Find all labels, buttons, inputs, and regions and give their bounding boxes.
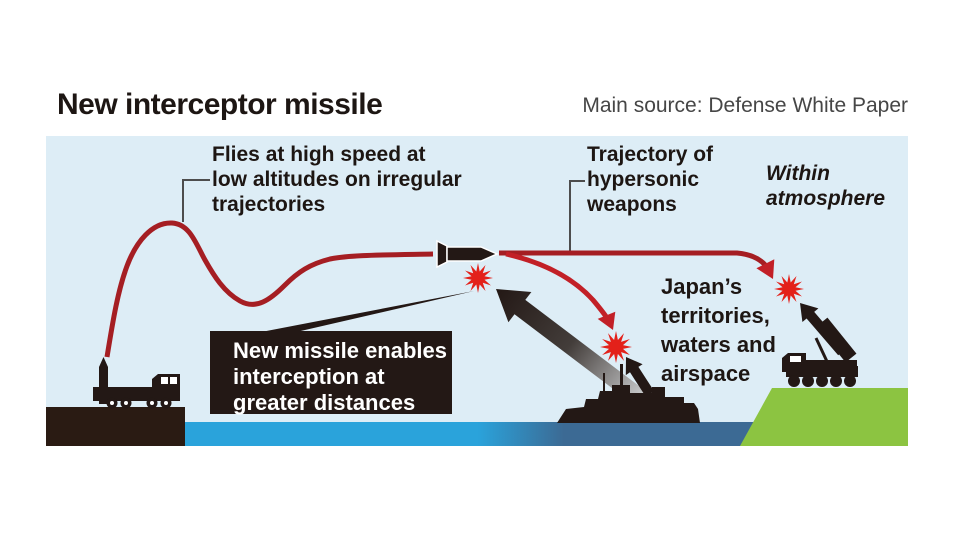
launcher-interception-arrow [800, 303, 846, 356]
interceptor-missile-icon [436, 239, 499, 269]
truck-window [161, 377, 168, 384]
label-low-altitude-flight: Flies at high speed at low altitudes on … [212, 143, 462, 216]
wheel-hub [110, 401, 114, 405]
truck-window [170, 377, 177, 384]
launcher-wheel [844, 375, 856, 387]
launcher-wheel [816, 375, 828, 387]
explosion-burst-icon [600, 331, 632, 363]
missile-body [446, 246, 499, 262]
wheel-hub [164, 401, 168, 405]
missile-launcher-icon [782, 303, 858, 387]
destroyer-ship-icon [557, 364, 700, 423]
hypersonic-trajectory-branch [505, 251, 612, 323]
sea-water [185, 422, 759, 446]
enemy-ground [46, 407, 185, 446]
sky-panel [46, 136, 908, 446]
missile-tail-fin [436, 239, 448, 269]
wheel-hub [150, 401, 154, 405]
launcher-wheel [802, 375, 814, 387]
ship-interception-arrow [496, 289, 650, 409]
launcher-wheel [788, 375, 800, 387]
callout-text: New missile enables interception at grea… [233, 338, 447, 415]
trajectory-arrowhead-right [756, 259, 775, 279]
hypersonic-trajectory-left [104, 220, 434, 358]
label-hypersonic-trajectory: Trajectory of hypersonic weapons [587, 143, 714, 216]
launcher-wheel [830, 375, 842, 387]
ship-interception-arrow-small [625, 357, 655, 397]
explosion-burst-icon [774, 274, 804, 304]
leader-line-hypersonic [569, 180, 585, 252]
launcher-body [788, 360, 857, 370]
label-japan-territories: Japan’s territories, waters and airspace [661, 274, 776, 386]
source-credit: Main source: Defense White Paper [582, 94, 908, 117]
label-within-atmosphere: Within atmosphere [766, 162, 886, 210]
leader-line-low-altitude [182, 179, 210, 222]
launch-truck-icon [93, 357, 180, 409]
callout-box [210, 331, 452, 414]
japan-land [740, 388, 908, 446]
explosion-burst-icon [463, 263, 493, 293]
wheel-hub [124, 401, 128, 405]
trajectory-arrowhead-branch [597, 311, 616, 330]
page-title: New interceptor missile [57, 88, 383, 121]
launcher-fender [786, 366, 858, 377]
callout-pointer [256, 291, 474, 333]
launcher-window [790, 356, 801, 362]
